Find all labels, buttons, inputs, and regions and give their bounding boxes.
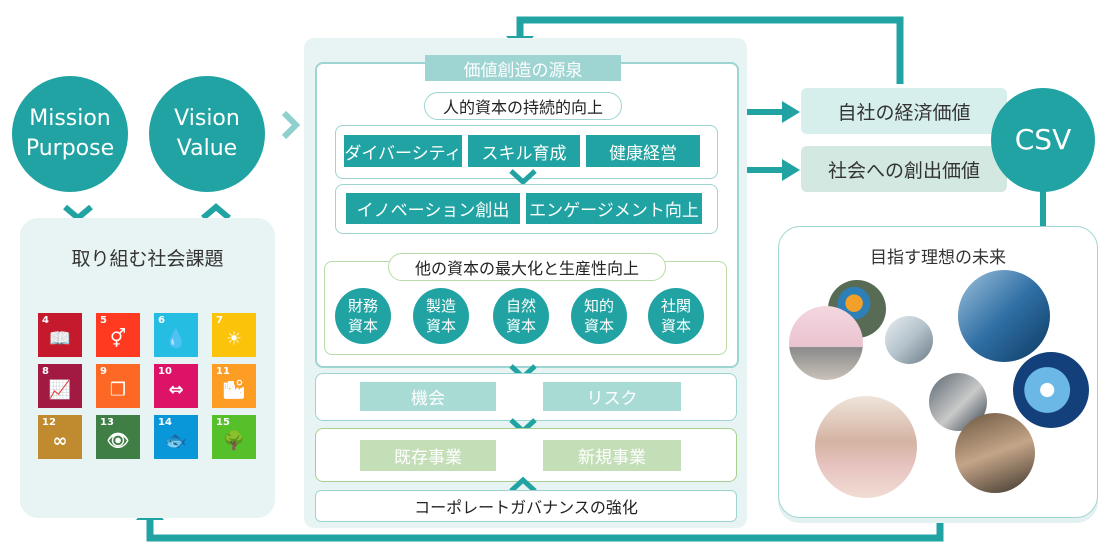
economic-value-box: 自社の経済価値 xyxy=(801,88,1007,134)
sdg-icon-6: 6💧 xyxy=(154,313,198,357)
vision-value-circle: Vision Value xyxy=(149,76,265,192)
governance-box: コーポレートガバナンスの強化 xyxy=(315,490,737,522)
purpose-label: Purpose xyxy=(25,136,115,161)
social-capital-circle: 社関資本 xyxy=(648,288,704,344)
natural-capital-circle: 自然資本 xyxy=(493,288,549,344)
social-issues-title: 取り組む社会課題 xyxy=(71,248,224,270)
chevron-up-icon xyxy=(509,476,537,493)
tablet-hand-photo xyxy=(958,270,1050,362)
sdg-icon-10: 10⇔ xyxy=(154,364,198,408)
engagement-box: エンゲージメント向上 xyxy=(526,193,702,224)
elderly-man-photo xyxy=(955,413,1035,493)
cherry-blossom-photo xyxy=(789,306,863,380)
mission-purpose-circle: Mission Purpose xyxy=(12,76,128,192)
sdg-icon-9: 9❒ xyxy=(96,364,140,408)
social-value-box: 社会への創出価値 xyxy=(801,146,1007,192)
intellectual-capital-circle: 知的資本 xyxy=(571,288,627,344)
mission-label: Mission xyxy=(29,106,111,131)
sdg-icon-4: 4📖 xyxy=(38,313,82,357)
sdg-icon-13: 13👁 xyxy=(96,415,140,459)
human-capital-title: 人的資本の持続的向上 xyxy=(424,92,622,120)
sdg-icon-8: 8📈 xyxy=(38,364,82,408)
source-title: 価値創造の源泉 xyxy=(425,55,621,81)
vision-label: Vision xyxy=(174,106,240,131)
sdg-icon-7: 7☀ xyxy=(212,313,256,357)
opportunity-box: 機会 xyxy=(360,382,496,411)
skill-development-box: スキル育成 xyxy=(468,135,580,167)
innovation-box: イノベーション創出 xyxy=(346,193,520,224)
new-business-box: 新規事業 xyxy=(543,440,681,471)
sdg-icon-15: 15🌳 xyxy=(212,415,256,459)
chevron-down-icon xyxy=(509,169,537,186)
women-group-photo xyxy=(815,396,917,498)
future-title: 目指す理想の未来 xyxy=(870,248,1006,268)
sdg-icon-14: 14🐟 xyxy=(154,415,198,459)
manufactured-capital-circle: 製造資本 xyxy=(413,288,469,344)
risk-box: リスク xyxy=(543,382,681,411)
other-capital-title: 他の資本の最大化と生産性向上 xyxy=(388,253,666,281)
sdg-icon-5: 5⚥ xyxy=(96,313,140,357)
sdg-icon-11: 11🏙 xyxy=(212,364,256,408)
csv-label: CSV xyxy=(1014,123,1072,156)
light-tunnel-photo xyxy=(1013,352,1089,428)
office-workers-photo xyxy=(885,316,933,364)
sdg-icon-12: 12∞ xyxy=(38,415,82,459)
value-label: Value xyxy=(176,136,238,161)
csv-circle: CSV xyxy=(991,88,1095,192)
existing-business-box: 既存事業 xyxy=(360,440,496,471)
diversity-box: ダイバーシティ xyxy=(344,135,462,167)
health-management-box: 健康経営 xyxy=(586,135,700,167)
financial-capital-circle: 財務資本 xyxy=(335,288,391,344)
